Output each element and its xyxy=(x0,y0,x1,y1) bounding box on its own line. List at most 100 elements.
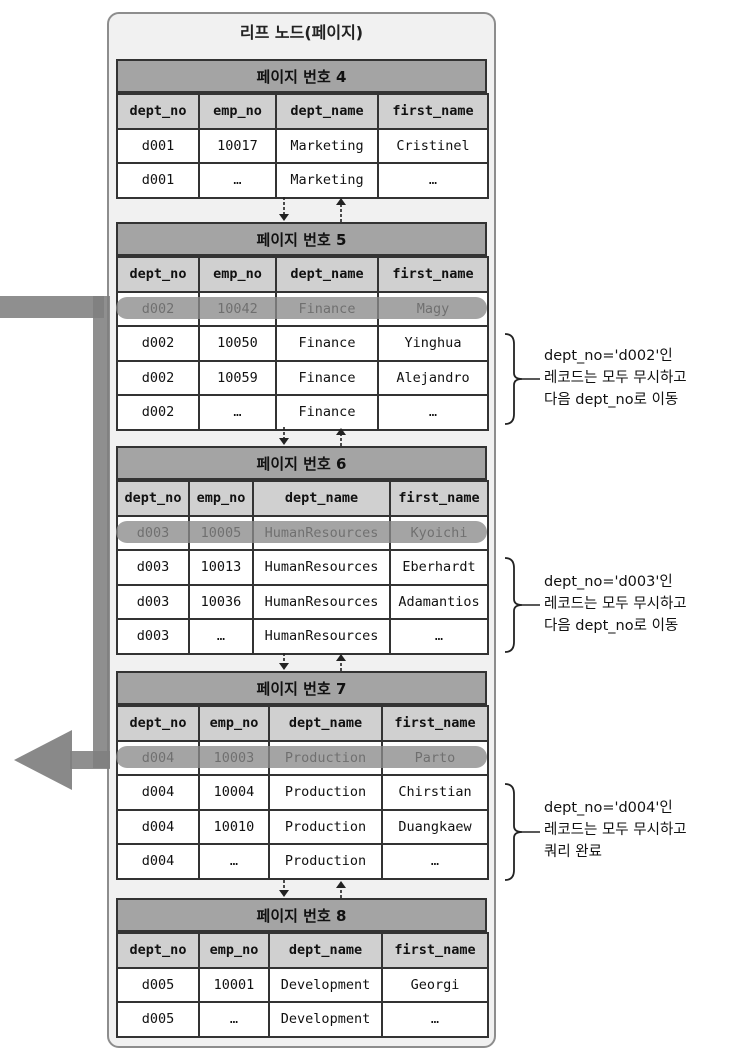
cell-dept-no: d002 xyxy=(116,325,200,362)
cell-emp-no: … xyxy=(188,618,254,655)
cell-first-name: … xyxy=(381,1001,489,1038)
column-header-first-name: first_name xyxy=(389,480,489,517)
cell-dept-name: Production xyxy=(268,774,383,811)
scan-path-exit xyxy=(70,751,110,769)
cell-first-name: Alejandro xyxy=(377,359,489,396)
cell-emp-no: … xyxy=(198,843,270,880)
annotation-line: dept_no='d002'인 xyxy=(544,348,673,364)
column-header-emp-no: emp_no xyxy=(198,93,277,130)
cell-emp-no: 10050 xyxy=(198,325,277,362)
column-header-first-name: first_name xyxy=(377,256,489,293)
cell-first-name: … xyxy=(377,394,489,431)
page-title: 페이지 번호 8 xyxy=(116,898,487,932)
right-bracket-icon xyxy=(504,557,523,653)
column-header-emp-no: emp_no xyxy=(188,480,254,517)
cell-emp-no: 10059 xyxy=(198,359,277,396)
table-row: d003…HumanResources… xyxy=(116,618,489,655)
annotation-line: 쿼리 완료 xyxy=(544,844,602,860)
cell-first-name: … xyxy=(377,162,489,199)
cell-dept-no: d002 xyxy=(116,394,200,431)
cell-dept-name: Finance xyxy=(275,325,379,362)
annotation-line: 레코드는 모두 무시하고 xyxy=(544,596,687,612)
annotation-line: 다음 dept_no로 이동 xyxy=(544,392,679,408)
cell-first-name: Yinghua xyxy=(377,325,489,362)
cell-first-name: … xyxy=(389,618,489,655)
cell-first-name: Georgi xyxy=(381,966,489,1003)
prev-page-arrow-icon xyxy=(336,654,346,661)
column-header-dept-name: dept_name xyxy=(252,480,391,517)
cell-first-name: Cristinel xyxy=(377,127,489,164)
column-header-dept-name: dept_name xyxy=(275,93,379,130)
column-header-dept-no: dept_no xyxy=(116,480,190,517)
column-header-emp-no: emp_no xyxy=(198,932,270,969)
cell-emp-no: 10001 xyxy=(198,966,270,1003)
cell-emp-no: … xyxy=(198,162,277,199)
column-header-first-name: first_name xyxy=(381,932,489,969)
cell-dept-no: d003 xyxy=(116,549,190,586)
next-page-arrow-icon xyxy=(279,890,289,897)
cell-dept-name: Marketing xyxy=(275,162,379,199)
annotation-line: 레코드는 모두 무시하고 xyxy=(544,370,687,386)
column-header-first-name: first_name xyxy=(377,93,489,130)
cell-dept-name: Development xyxy=(268,1001,383,1038)
page-title: 페이지 번호 6 xyxy=(116,446,487,480)
next-page-arrow-icon xyxy=(279,214,289,221)
page-title: 페이지 번호 4 xyxy=(116,59,487,93)
right-bracket-icon xyxy=(504,783,523,881)
cell-emp-no: 10036 xyxy=(188,583,254,620)
column-header-emp-no: emp_no xyxy=(198,256,277,293)
cell-first-name: Duangkaew xyxy=(381,808,489,845)
cell-first-name: Adamantios xyxy=(389,583,489,620)
cell-dept-name: Marketing xyxy=(275,127,379,164)
cell-emp-no: 10010 xyxy=(198,808,270,845)
scan-path-vertical xyxy=(93,296,110,768)
cell-dept-no: d004 xyxy=(116,843,200,880)
cell-first-name: Chirstian xyxy=(381,774,489,811)
scan-direction-arrow-icon xyxy=(14,730,72,790)
cell-dept-no: d005 xyxy=(116,1001,200,1038)
cell-dept-no: d004 xyxy=(116,808,200,845)
annotation-line: dept_no='d004'인 xyxy=(544,800,673,816)
cell-emp-no: … xyxy=(198,1001,270,1038)
cell-dept-name: Finance xyxy=(275,394,379,431)
cell-emp-no: 10004 xyxy=(198,774,270,811)
cell-dept-no: d004 xyxy=(116,774,200,811)
column-header-dept-no: dept_no xyxy=(116,93,200,130)
column-header-dept-no: dept_no xyxy=(116,705,200,742)
leaf-node-title: 리프 노드(페이지) xyxy=(239,23,364,42)
cell-dept-no: d003 xyxy=(116,583,190,620)
prev-page-arrow-icon xyxy=(336,198,346,205)
scan-path-entry xyxy=(0,296,104,318)
annotation-line: 다음 dept_no로 이동 xyxy=(544,618,679,634)
column-header-dept-name: dept_name xyxy=(268,932,383,969)
cell-first-name: … xyxy=(381,843,489,880)
column-header-dept-name: dept_name xyxy=(268,705,383,742)
prev-page-arrow-icon xyxy=(336,881,346,888)
next-page-arrow-icon xyxy=(279,663,289,670)
cell-dept-no: d001 xyxy=(116,162,200,199)
cell-first-name: Eberhardt xyxy=(389,549,489,586)
cell-dept-no: d002 xyxy=(116,359,200,396)
column-header-dept-no: dept_no xyxy=(116,932,200,969)
prev-page-arrow-icon xyxy=(336,428,346,435)
annotation-line: dept_no='d003'인 xyxy=(544,574,673,590)
table-row: d001…Marketing… xyxy=(116,162,489,199)
cell-dept-name: Finance xyxy=(275,359,379,396)
right-bracket-icon xyxy=(504,333,523,425)
cell-dept-no: d005 xyxy=(116,966,200,1003)
